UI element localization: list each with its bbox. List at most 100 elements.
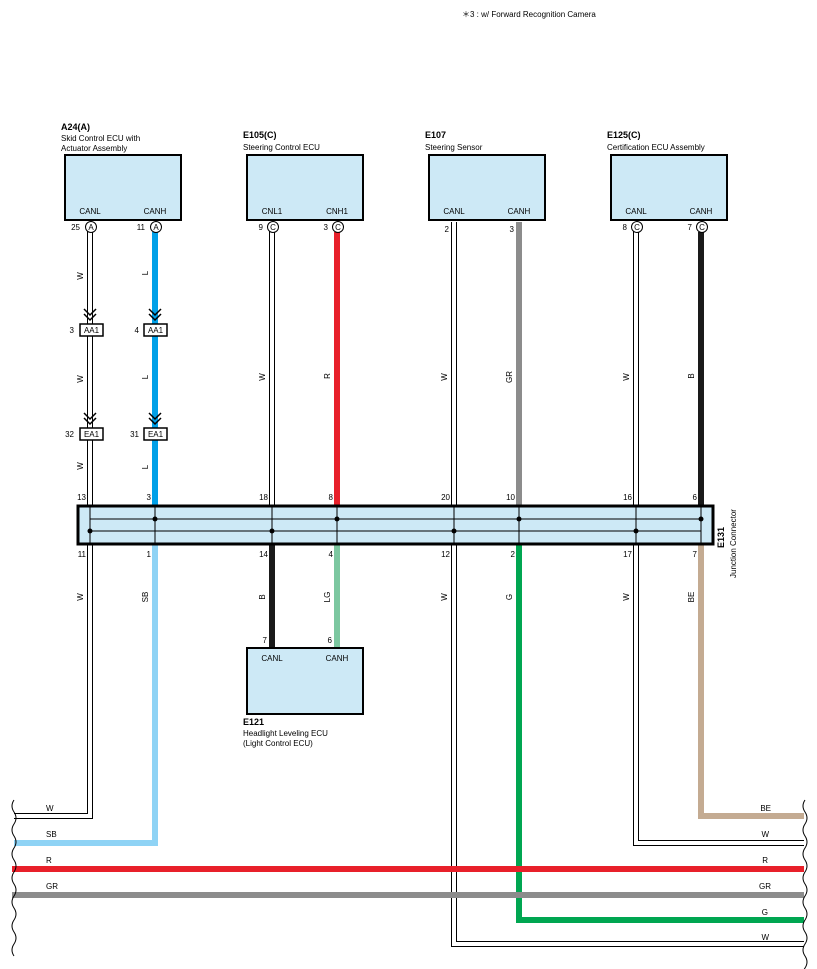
jc-bot-pin-1: 1	[147, 550, 152, 559]
break-mark-left	[11, 799, 17, 957]
e125-conn-c-right	[696, 221, 708, 233]
e105-num-cnh1: 3	[324, 223, 329, 232]
jc-bot-pin-14: 14	[259, 550, 268, 559]
bus-label-left-r: R	[46, 856, 52, 865]
e107-name1: Steering Sensor	[425, 143, 483, 152]
ea1-connector-w	[79, 427, 104, 441]
wire-label-gr-e107: GR	[505, 371, 514, 383]
e107-ecu-box	[428, 154, 546, 221]
jc-bot-pin-12: 12	[441, 550, 450, 559]
a24-conn-label-right: A	[153, 223, 159, 232]
wire-label-lg-j4: LG	[323, 592, 332, 603]
e105-conn-c-left	[267, 221, 279, 233]
jc-top-pin-8: 8	[329, 493, 334, 502]
e121-pin-canh: CANH	[326, 654, 349, 663]
chevron-aa1-w	[83, 308, 97, 322]
jc-top-pin-16: 16	[623, 493, 632, 502]
bus-label-left-w: W	[46, 804, 54, 813]
e125-num-canh: 7	[688, 223, 693, 232]
aa1-label-l: AA1	[148, 326, 164, 335]
e105-conn-label-right: C	[335, 223, 341, 232]
wire-label-b-j14: B	[258, 594, 267, 599]
wire-label-w-j17: W	[622, 593, 631, 601]
wire-label-w-e125: W	[622, 373, 631, 381]
jc-top-pin-18: 18	[259, 493, 268, 502]
jc-top-pin-13: 13	[77, 493, 86, 502]
bus-label-right-r: R	[762, 856, 768, 865]
wire-label-r-e105: R	[323, 373, 332, 379]
wire-label-w-e107: W	[440, 373, 449, 381]
wire-label-w-3: W	[76, 462, 85, 470]
junction-verticals	[89, 506, 702, 544]
wire-j11-w	[14, 544, 93, 819]
wire-label-w-2: W	[76, 375, 85, 383]
jc-bot-pin-17: 17	[623, 550, 632, 559]
wire-j2-g	[516, 544, 804, 923]
bus-label-right-w2: W	[761, 933, 769, 942]
a24-num-canh: 11	[137, 223, 146, 232]
e105-pin-cnl1: CNL1	[262, 207, 283, 216]
wire-label-l-1: L	[141, 270, 150, 275]
e121-pin-canl: CANL	[261, 654, 283, 663]
e125-pin-canl: CANL	[625, 207, 647, 216]
bus-label-left-gr: GR	[46, 882, 58, 891]
ea1-pin-w: 32	[65, 430, 74, 439]
break-mark-right	[802, 799, 808, 969]
chevron-ea1-w	[83, 412, 97, 426]
e125-conn-c-left	[631, 221, 643, 233]
e105-pin-cnh1: CNH1	[326, 207, 348, 216]
ea1-label-l: EA1	[148, 430, 164, 439]
e121-code: E121	[243, 717, 264, 727]
aa1-pin-l: 4	[135, 326, 140, 335]
a24-ecu-box	[64, 154, 182, 221]
e107-pin-canl: CANL	[443, 207, 465, 216]
a24-conn-a-right	[150, 221, 162, 233]
e105-ecu-box	[246, 154, 364, 221]
aa1-pin-w: 3	[70, 326, 75, 335]
wire-label-b-e125: B	[687, 373, 696, 378]
bus-label-right-gr: GR	[759, 882, 771, 891]
e125-conn-label-left: C	[634, 223, 640, 232]
e131-junction-box	[76, 504, 715, 546]
aa1-connector-w	[79, 323, 104, 337]
a24-pin-canh: CANH	[144, 207, 167, 216]
e107-num-canl: 2	[445, 225, 450, 234]
jc-bot-pin-7: 7	[693, 550, 698, 559]
wire-j17-w	[633, 544, 804, 846]
wire-label-sb-j1: SB	[141, 592, 150, 603]
bus-label-right-g: G	[762, 908, 768, 917]
jc-top-pin-20: 20	[441, 493, 450, 502]
e105-name1: Steering Control ECU	[243, 143, 320, 152]
e121-name2: (Light Control ECU)	[243, 739, 313, 748]
aa1-label-w: AA1	[84, 326, 100, 335]
e125-ecu-box	[610, 154, 728, 221]
e121-num-canh: 6	[328, 636, 333, 645]
a24-conn-a-left	[85, 221, 97, 233]
a24-pin-canl: CANL	[79, 207, 101, 216]
e131-code: E131	[716, 527, 726, 548]
e105-conn-c-right	[332, 221, 344, 233]
e125-pin-canh: CANH	[690, 207, 713, 216]
wire-j12-w	[451, 544, 804, 947]
e105-num-cnl1: 9	[259, 223, 264, 232]
jc-bot-pin-4: 4	[329, 550, 334, 559]
aa1-connector-l	[143, 323, 168, 337]
ea1-connector-l	[143, 427, 168, 441]
e125-name1: Certification ECU Assembly	[607, 143, 705, 152]
jc-top-pin-6: 6	[693, 493, 698, 502]
wire-j1-sb	[14, 544, 158, 846]
ea1-pin-l: 31	[130, 430, 139, 439]
a24-code: A24(A)	[61, 122, 90, 132]
e105-code: E105(C)	[243, 130, 277, 140]
e107-code: E107	[425, 130, 446, 140]
bus-label-right-w1: W	[761, 830, 769, 839]
wire-label-g-j2: G	[505, 594, 514, 600]
jc-bot-pin-11: 11	[78, 550, 87, 559]
e121-name1: Headlight Leveling ECU	[243, 729, 328, 738]
a24-conn-label-left: A	[88, 223, 94, 232]
wire-label-l-2: L	[141, 374, 150, 379]
wire-j7-be	[698, 544, 804, 819]
chevron-ea1-l	[148, 412, 162, 426]
chevron-aa1-l	[148, 308, 162, 322]
